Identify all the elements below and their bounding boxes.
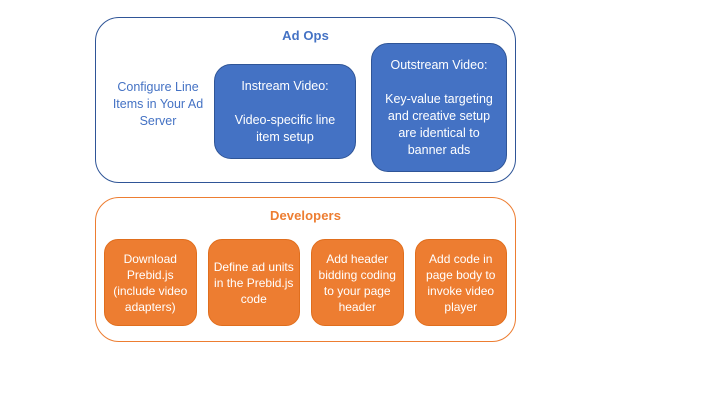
step-box-define-ad-units: Define ad units in the Prebid.js code — [207, 239, 300, 326]
ad-ops-title: Ad Ops — [282, 28, 329, 43]
developers-title: Developers — [269, 208, 342, 223]
step-label: Add header bidding coding to your page h… — [318, 251, 396, 314]
ad-ops-side-note: Configure Line Items in Your Ad Server — [112, 80, 204, 128]
step-box-add-page-body-code: Add code in page body to invoke video pl… — [414, 239, 507, 326]
developers-section: Developers Download Prebid.js (include v… — [95, 197, 516, 342]
instream-video-box: Instream Video: Video-specific line item… — [214, 64, 356, 159]
ad-ops-section: Ad Ops Configure Line Items in Your Ad S… — [95, 17, 516, 183]
step-label: Download Prebid.js (include video adapte… — [113, 251, 188, 314]
developers-steps-row: Download Prebid.js (include video adapte… — [104, 239, 507, 326]
step-label: Add code in page body to invoke video pl… — [426, 251, 496, 314]
step-box-download-prebid: Download Prebid.js (include video adapte… — [104, 239, 197, 326]
outstream-video-heading: Outstream Video: — [390, 57, 488, 72]
step-label: Define ad units in the Prebid.js code — [213, 259, 294, 306]
outstream-video-box: Outstream Video: Key-value targeting and… — [371, 43, 507, 172]
outstream-video-body: Key-value targeting and creative setup a… — [385, 91, 493, 157]
instream-video-body: Video-specific line item setup — [234, 112, 336, 144]
instream-video-heading: Instream Video: — [241, 78, 329, 93]
step-box-add-header-bidding: Add header bidding coding to your page h… — [311, 239, 404, 326]
